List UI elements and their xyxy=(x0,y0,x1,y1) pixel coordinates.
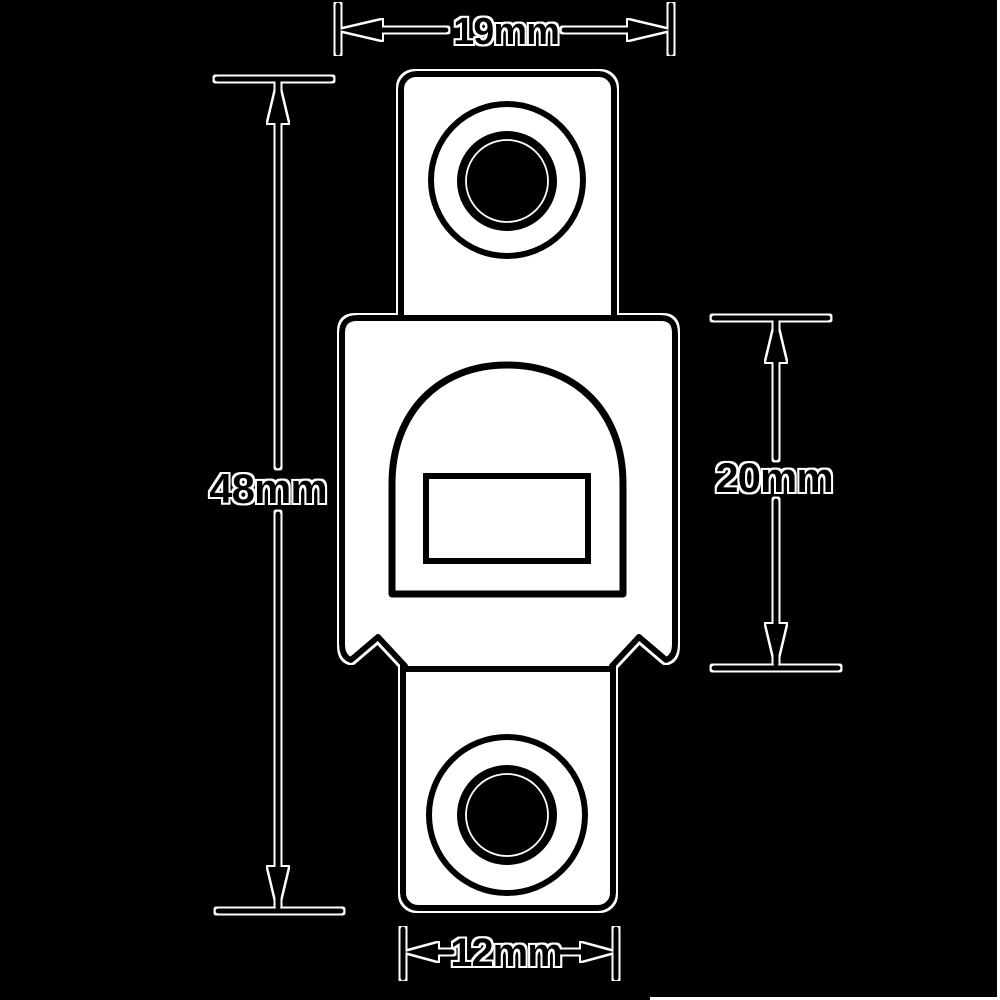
bottom-screw-hole-inner-edge xyxy=(465,773,549,857)
dimension-bottom-tab-width: 12mm xyxy=(400,926,619,981)
dimension-extension-ticks xyxy=(335,2,674,56)
component-drawing xyxy=(339,71,678,911)
image-edge-artifact-bottom xyxy=(650,997,1000,1000)
arrow-down-icon xyxy=(766,624,786,666)
dimension-extension-ticks xyxy=(214,76,344,914)
top-screw-hole-inner-edge xyxy=(465,139,549,223)
top-screw-hole xyxy=(457,131,557,231)
image-edge-artifact-right xyxy=(997,0,1000,1000)
arrow-left-icon xyxy=(339,20,382,40)
dimension-extension-ticks xyxy=(400,926,619,981)
dimension-label-body-height: 20mm xyxy=(715,454,832,501)
dimension-extension-ticks xyxy=(711,315,841,671)
dimension-overall-height: 48mm xyxy=(209,76,344,914)
dimension-top-width: 19mm xyxy=(335,2,674,56)
dimension-label-bottom-tab-width: 12mm xyxy=(450,931,562,975)
arrow-down-icon xyxy=(268,867,288,909)
arrow-left-icon xyxy=(405,943,438,961)
arrow-up-icon xyxy=(766,320,786,362)
arrow-right-icon xyxy=(581,943,614,961)
slot-window xyxy=(423,473,591,564)
bottom-screw-hole xyxy=(457,765,557,865)
arrow-right-icon xyxy=(628,20,670,40)
arrow-up-icon xyxy=(268,81,288,123)
dimension-label-overall-height: 48mm xyxy=(209,465,326,512)
dimension-body-height: 20mm xyxy=(711,315,841,671)
dimension-label-top-width: 19mm xyxy=(453,11,559,53)
